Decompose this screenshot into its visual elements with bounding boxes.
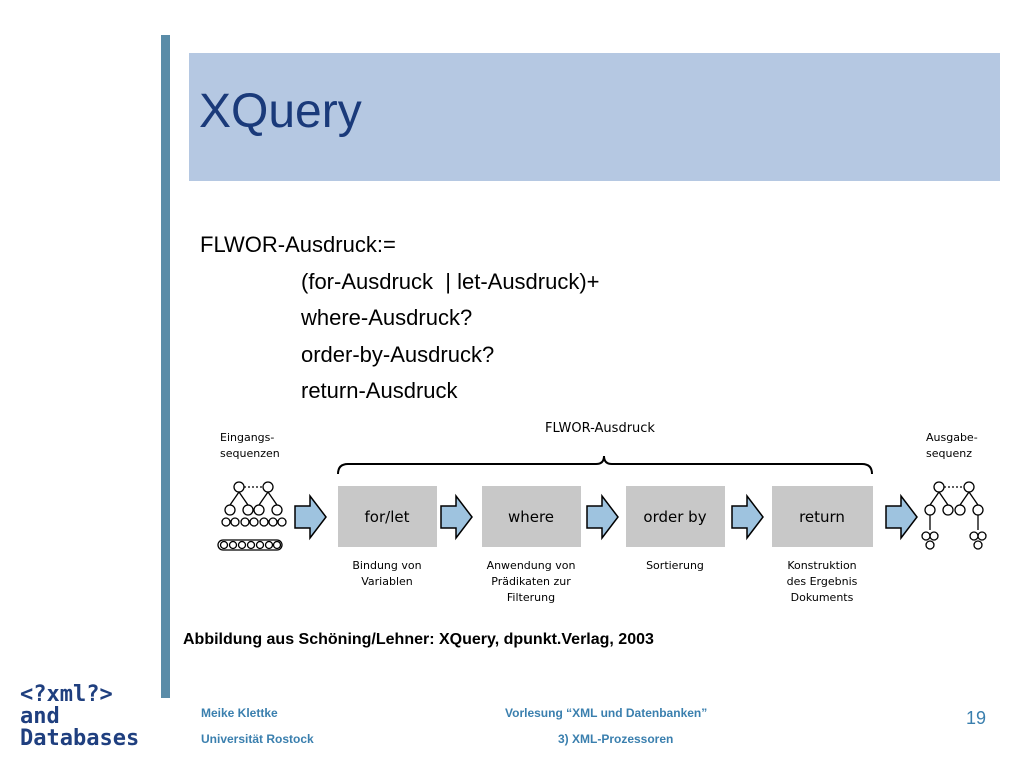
- stage-return: return Konstruktion des Ergebnis Dokumen…: [772, 486, 873, 604]
- input-sequence-icon: [217, 539, 283, 551]
- stage-label: order by: [643, 508, 706, 526]
- stage-desc-line: Anwendung von: [487, 559, 576, 572]
- stage-label: return: [799, 508, 845, 526]
- footer-author: Meike Klettke: [201, 706, 278, 720]
- slide-title: XQuery: [199, 85, 362, 138]
- stage-desc-line: Bindung von: [352, 559, 421, 572]
- definition-line-4: order-by-Ausdruck?: [301, 342, 495, 367]
- flow-arrow: [731, 493, 764, 541]
- input-tree-icon: [221, 481, 287, 527]
- flow-arrow: [885, 493, 918, 541]
- stage-label: where: [508, 508, 554, 526]
- footer-chapter: 3) XML-Prozessoren: [558, 732, 674, 746]
- flow-arrow: [294, 493, 327, 541]
- logo-line-3: Databases: [20, 726, 140, 751]
- stage-desc-line: Sortierung: [646, 559, 704, 572]
- output-tree-icon: [921, 481, 987, 550]
- title-band: [189, 53, 1000, 181]
- footer-lecture: Vorlesung “XML und Datenbanken”: [505, 706, 708, 720]
- stage-label: for/let: [365, 508, 410, 526]
- definition-line-1: FLWOR-Ausdruck:=: [200, 232, 396, 257]
- logo-line-1: <?xml?>: [20, 682, 113, 707]
- flwor-brace: [337, 455, 873, 475]
- flow-arrows: [294, 493, 918, 541]
- definition-line-5: return-Ausdruck: [301, 378, 458, 403]
- footer-university: Universität Rostock: [201, 732, 314, 746]
- input-label-line-1: Eingangs-: [220, 431, 274, 444]
- page-number: 19: [966, 708, 987, 728]
- stage-desc-line: Dokuments: [791, 591, 854, 604]
- flow-arrow: [586, 493, 619, 541]
- accent-bar: [161, 35, 170, 698]
- stage-order-by: order by Sortierung: [626, 486, 725, 572]
- stage-for-let: for/let Bindung von Variablen: [338, 486, 437, 588]
- stage-desc-line: Filterung: [507, 591, 555, 604]
- definition-line-3: where-Ausdruck?: [301, 305, 473, 330]
- stage-desc-line: Konstruktion: [787, 559, 856, 572]
- stage-desc-line: Prädikaten zur: [491, 575, 571, 588]
- stage-desc-line: des Ergebnis: [787, 575, 858, 588]
- definition-line-2: (for-Ausdruck | let-Ausdruck)+: [301, 269, 600, 294]
- figure-caption: Abbildung aus Schöning/Lehner: XQuery, d…: [183, 631, 654, 648]
- output-label-line-2: sequenz: [926, 447, 972, 460]
- brace-label: FLWOR-Ausdruck: [545, 421, 655, 436]
- stage-where: where Anwendung von Prädikaten zur Filte…: [482, 486, 581, 604]
- logo-line-2: and: [20, 704, 60, 729]
- flow-arrow: [440, 493, 473, 541]
- output-label-line-1: Ausgabe-: [926, 431, 978, 444]
- flwor-diagram: FLWOR-Ausdruck Eingangs- sequenzen Ausga…: [217, 421, 987, 604]
- stage-desc-line: Variablen: [361, 575, 413, 588]
- input-label-line-2: sequenzen: [220, 447, 280, 460]
